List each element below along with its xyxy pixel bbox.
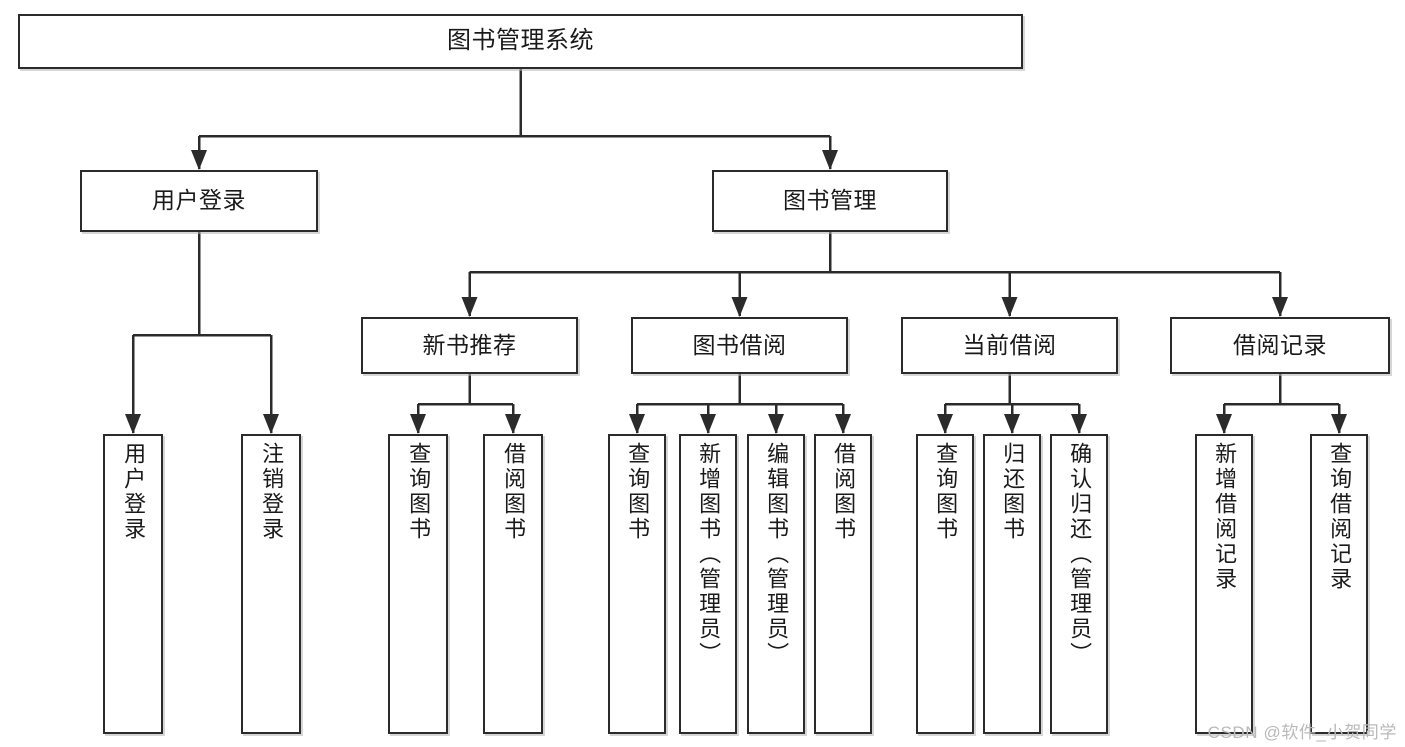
node-leaf-add-book[interactable]: 新增图书（管理员） [679, 434, 737, 734]
node-borrow-record-label: 借阅记录 [1233, 331, 1327, 358]
node-leaf-borrow-book-1-label: 借阅图书 [501, 442, 527, 542]
node-leaf-confirm-return-label: 确认归还（管理员） [1067, 442, 1093, 667]
node-leaf-query-book-1-label: 查询图书 [406, 442, 432, 542]
node-borrow-record[interactable]: 借阅记录 [1170, 317, 1390, 374]
node-book-borrow-label: 图书借阅 [692, 331, 787, 358]
node-book-borrow[interactable]: 图书借阅 [631, 317, 848, 374]
node-current-borrow[interactable]: 当前借阅 [901, 317, 1118, 374]
node-leaf-query-borrow-record-label: 查询借阅记录 [1327, 442, 1353, 592]
node-leaf-borrow-book-1[interactable]: 借阅图书 [483, 434, 543, 734]
node-leaf-query-book-3-label: 查询图书 [933, 442, 959, 542]
node-book-manage-label: 图书管理 [783, 187, 877, 214]
node-user-login[interactable]: 用户登录 [80, 170, 318, 232]
node-new-book-recommend-label: 新书推荐 [422, 331, 517, 358]
node-leaf-query-book-2[interactable]: 查询图书 [608, 434, 666, 734]
node-leaf-user-login-label: 用户登录 [121, 442, 147, 542]
node-leaf-add-borrow-record-label: 新增借阅记录 [1212, 442, 1238, 592]
node-leaf-logout-label: 注销登录 [259, 442, 285, 542]
node-leaf-add-borrow-record[interactable]: 新增借阅记录 [1195, 434, 1253, 734]
node-root-label: 图书管理系统 [447, 27, 594, 55]
node-leaf-borrow-book-2-label: 借阅图书 [831, 442, 857, 542]
node-leaf-return-book[interactable]: 归还图书 [983, 434, 1041, 734]
node-new-book-recommend[interactable]: 新书推荐 [361, 317, 578, 374]
node-leaf-return-book-label: 归还图书 [1000, 442, 1026, 542]
node-book-manage[interactable]: 图书管理 [712, 170, 948, 232]
node-leaf-add-book-label: 新增图书（管理员） [696, 442, 722, 667]
watermark-text: CSDN @软件_小贺同学 [1207, 723, 1397, 742]
node-leaf-query-book-3[interactable]: 查询图书 [916, 434, 974, 734]
node-leaf-query-book-2-label: 查询图书 [625, 442, 651, 542]
node-leaf-confirm-return[interactable]: 确认归还（管理员） [1050, 434, 1108, 734]
node-leaf-borrow-book-2[interactable]: 借阅图书 [814, 434, 872, 734]
node-current-borrow-label: 当前借阅 [962, 331, 1057, 358]
node-user-login-label: 用户登录 [152, 187, 246, 214]
node-leaf-edit-book-label: 编辑图书（管理员） [764, 442, 790, 667]
node-leaf-user-login[interactable]: 用户登录 [103, 434, 163, 734]
node-leaf-query-book-1[interactable]: 查询图书 [388, 434, 448, 734]
node-leaf-logout[interactable]: 注销登录 [241, 434, 301, 734]
node-root[interactable]: 图书管理系统 [18, 14, 1023, 69]
node-leaf-edit-book[interactable]: 编辑图书（管理员） [747, 434, 805, 734]
node-leaf-query-borrow-record[interactable]: 查询借阅记录 [1310, 434, 1368, 734]
